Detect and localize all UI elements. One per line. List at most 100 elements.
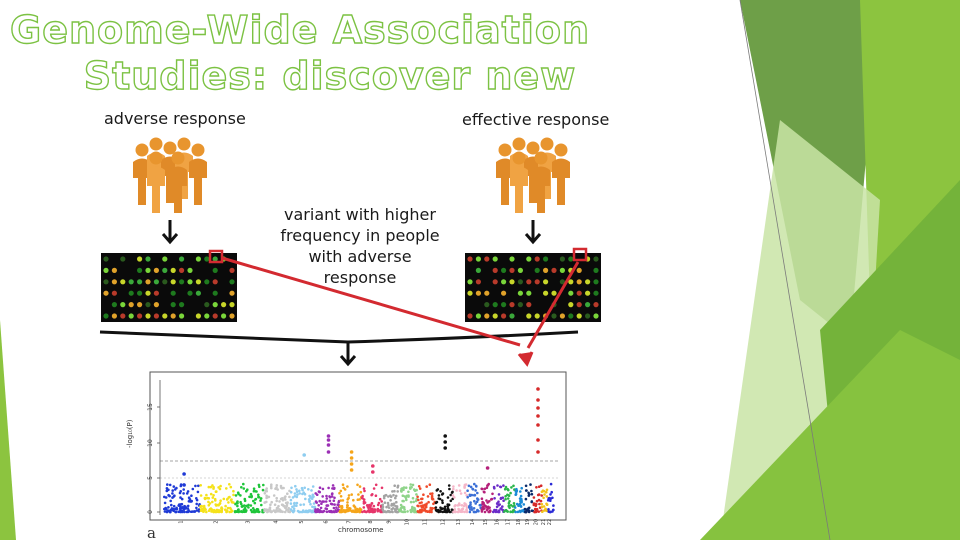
- snp-point: [304, 498, 307, 501]
- snp-point: [290, 502, 293, 505]
- array-spot: [543, 291, 548, 296]
- array-spot: [129, 313, 134, 318]
- snp-point: [470, 506, 473, 509]
- snp-point: [454, 508, 457, 511]
- snp-point: [240, 510, 243, 513]
- snp-point: [241, 505, 244, 508]
- array-spot: [137, 313, 142, 318]
- snp-point: [242, 510, 245, 513]
- snp-point: [439, 490, 442, 493]
- snp-point: [473, 507, 476, 510]
- snp-point: [179, 490, 182, 493]
- snp-point: [413, 511, 416, 514]
- array-spot: [229, 279, 234, 284]
- snp-point: [459, 489, 462, 492]
- snp-point: [173, 508, 176, 511]
- array-spot: [196, 279, 201, 284]
- snp-point: [384, 501, 387, 504]
- snp-point: [263, 501, 266, 504]
- array-spot: [585, 302, 590, 307]
- snp-point: [344, 488, 347, 491]
- snp-point: [258, 511, 261, 514]
- array-spot: [518, 268, 523, 273]
- snp-point: [260, 497, 263, 500]
- snp-point: [543, 505, 546, 508]
- snp-point: [417, 499, 420, 502]
- snp-point: [477, 498, 480, 501]
- snp-point: [357, 493, 360, 496]
- snp-point: [512, 485, 515, 488]
- snp-point: [525, 485, 528, 488]
- snp-point: [399, 510, 402, 513]
- snp-point: [225, 511, 228, 514]
- snp-point: [214, 498, 217, 501]
- manhattan-ylabel: -log₁₀(P): [126, 420, 134, 449]
- snp-point: [287, 508, 290, 511]
- snp-point: [215, 490, 218, 493]
- array-spot: [526, 279, 531, 284]
- snp-point: [294, 485, 297, 488]
- snp-point: [270, 483, 273, 486]
- snp-point: [312, 485, 315, 488]
- snp-point: [427, 495, 430, 498]
- snp-point: [310, 489, 313, 492]
- array-spot: [577, 302, 582, 307]
- snp-point: [342, 483, 345, 486]
- array-spot: [526, 302, 531, 307]
- snp-point: [171, 492, 174, 495]
- snp-point: [174, 488, 177, 491]
- snp-point: [381, 507, 384, 510]
- snp-point: [352, 509, 355, 512]
- snp-point: [540, 494, 543, 497]
- snp-point: [502, 496, 505, 499]
- snp-point: [481, 501, 484, 504]
- snp-point: [425, 506, 428, 509]
- snp-point: [370, 494, 373, 497]
- snp-peak-point: [536, 414, 540, 418]
- array-spot: [535, 268, 540, 273]
- snp-point: [331, 511, 334, 514]
- array-spot: [213, 313, 218, 318]
- snp-point: [450, 500, 453, 503]
- array-spot: [593, 313, 598, 318]
- snp-point: [396, 511, 399, 514]
- snp-point: [455, 489, 458, 492]
- snp-point: [319, 486, 322, 489]
- snp-point: [164, 507, 167, 510]
- array-spot: [551, 313, 556, 318]
- snp-point: [250, 493, 253, 496]
- snp-point: [325, 495, 328, 498]
- snp-point: [346, 485, 349, 488]
- snp-point: [237, 510, 240, 513]
- snp-point: [265, 490, 268, 493]
- array-spot: [103, 256, 108, 261]
- snp-point: [377, 504, 380, 507]
- snp-point: [491, 493, 494, 496]
- snp-point: [414, 508, 417, 511]
- array-spot: [196, 256, 201, 261]
- snp-point: [361, 495, 364, 498]
- snp-point: [531, 500, 534, 503]
- snp-point: [275, 497, 278, 500]
- array-spot: [103, 279, 108, 284]
- snp-point: [519, 511, 522, 514]
- array-spot: [204, 256, 209, 261]
- snp-point: [217, 486, 220, 489]
- snp-point: [538, 493, 541, 496]
- snp-point: [543, 490, 546, 493]
- snp-point: [189, 500, 192, 503]
- array-spot: [568, 313, 573, 318]
- snp-point: [530, 490, 533, 493]
- snp-point: [232, 494, 235, 497]
- snp-point: [448, 484, 451, 487]
- array-spot: [493, 302, 498, 307]
- snp-point: [169, 484, 172, 487]
- snp-point: [395, 495, 398, 498]
- snp-point: [197, 491, 200, 494]
- snp-point: [303, 487, 306, 490]
- snp-point: [481, 510, 484, 513]
- snp-point: [167, 489, 170, 492]
- snp-point: [296, 502, 299, 505]
- snp-point: [487, 506, 490, 509]
- snp-point: [246, 488, 249, 491]
